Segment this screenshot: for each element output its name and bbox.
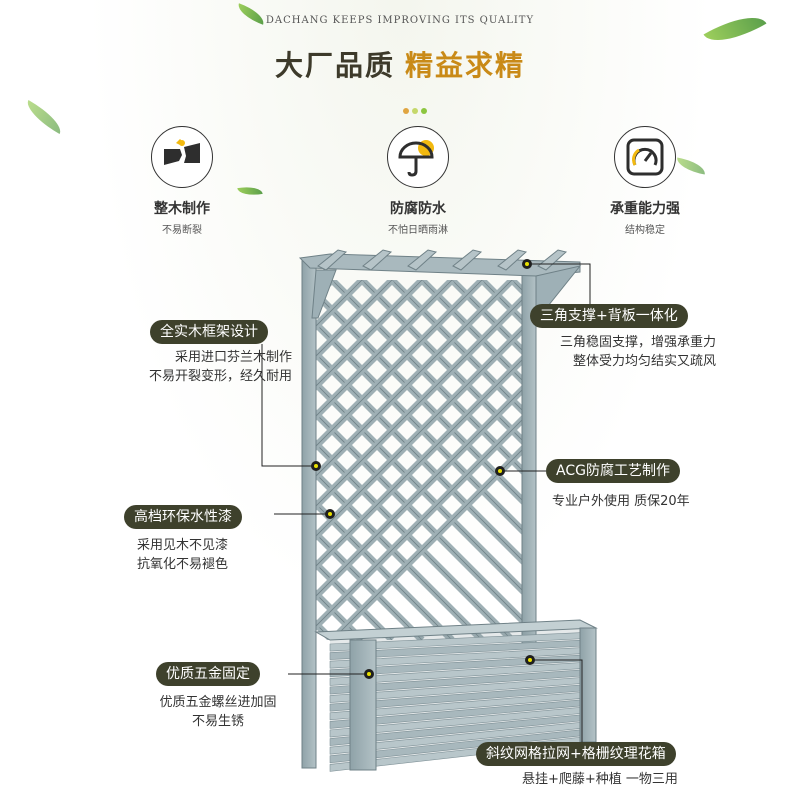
planter-leg-left (349, 639, 377, 771)
lattice-slat (312, 280, 423, 391)
feature-icon-circle (151, 126, 213, 188)
lattice-panel (312, 280, 526, 640)
callout-solid-wood-desc: 采用进口芬兰木制作 不易开裂变形，经久耐用 (149, 348, 292, 386)
feature-sub: 不怕日晒雨淋 (388, 225, 448, 236)
feature-name: 防腐防水 (390, 201, 446, 217)
feature-load-bearing: 承重能力强 结构稳定 (580, 126, 710, 236)
callout-hardware-label: 优质五金固定 (156, 662, 260, 686)
feature-icon-circle (387, 126, 449, 188)
callout-planter-desc: 悬挂+爬藤+种植 一物三用 (522, 770, 678, 789)
dot-decoration (403, 108, 409, 114)
callout-solid-wood-label: 全实木框架设计 (150, 320, 268, 344)
title-part1: 大厂品质 (274, 49, 395, 82)
callout-acg-desc: 专业户外使用 质保20年 (552, 492, 690, 511)
desc-line: 采用进口芬兰木制作 (174, 350, 292, 365)
umbrella-sun-icon (398, 140, 434, 177)
rafter (497, 249, 528, 271)
lattice-slat (312, 280, 513, 481)
callout-paint-desc: 采用见木不见漆 抗氧化不易褪色 (137, 536, 228, 574)
feature-anticorrosion: 防腐防水 不怕日晒雨淋 (353, 126, 483, 236)
rafter (317, 249, 348, 271)
feature-icon-circle (614, 126, 676, 188)
lattice-slat (312, 280, 393, 361)
desc-line: 优质五金螺丝进加固 (159, 695, 277, 710)
dot-decoration (412, 108, 418, 114)
feature-sub: 结构稳定 (625, 225, 665, 236)
rafter (537, 249, 568, 271)
dot-decoration (421, 108, 427, 114)
lattice-slat (312, 385, 526, 601)
rafter (407, 249, 438, 271)
lattice-slat (312, 325, 526, 541)
desc-line: 悬挂+爬藤+种植 一物三用 (522, 772, 678, 787)
rafter (362, 249, 393, 271)
tagline: DACHANG KEEPS IMPROVING ITS QUALITY (265, 15, 535, 26)
callout-acg-label: ACG防腐工艺制作 (546, 459, 680, 483)
desc-line: 不易开裂变形，经久耐用 (148, 369, 292, 384)
callout-hardware-desc: 优质五金螺丝进加固 不易生锈 (140, 693, 296, 731)
page-title: 大厂品质精益求精 (0, 44, 800, 84)
title-dots (403, 99, 430, 118)
callout-triangle-desc: 三角稳固支撑，增强承重力 整体受力均匀结实又疏风 (560, 333, 716, 371)
top-rafters (317, 249, 568, 271)
desc-line: 采用见木不见漆 (137, 538, 229, 553)
feature-whole-wood: 整木制作 不易断裂 (117, 126, 247, 236)
lattice-slat (312, 469, 483, 640)
callout-paint-label: 高档环保水性漆 (124, 505, 242, 529)
lattice-slat (331, 445, 526, 640)
rafter (452, 249, 483, 271)
lattice-slat (312, 280, 483, 451)
lattice-slat (312, 280, 453, 421)
desc-line: 抗氧化不易褪色 (137, 557, 229, 572)
lattice-slat (312, 415, 526, 631)
desc-line: 专业户外使用 质保20年 (552, 494, 690, 509)
top-beam (298, 253, 581, 277)
broken-wood-icon (164, 139, 200, 165)
lattice-slat (312, 355, 526, 571)
desc-line: 整体受力均匀结实又疏风 (572, 354, 716, 369)
feature-name: 承重能力强 (610, 201, 680, 217)
title-part2: 精益求精 (405, 49, 526, 82)
desc-line: 不易生锈 (191, 714, 244, 729)
feature-name: 整木制作 (154, 201, 210, 217)
callout-planter-label: 斜纹网格拉网+格栅纹理花箱 (476, 742, 676, 766)
feature-sub: 不易断裂 (162, 225, 202, 236)
desc-line: 三角稳固支撑，增强承重力 (559, 335, 716, 350)
lattice-slat (312, 295, 526, 511)
gauge-icon (626, 138, 664, 176)
callout-triangle-label: 三角支撑+背板一体化 (530, 304, 688, 328)
left-brace (311, 269, 337, 319)
